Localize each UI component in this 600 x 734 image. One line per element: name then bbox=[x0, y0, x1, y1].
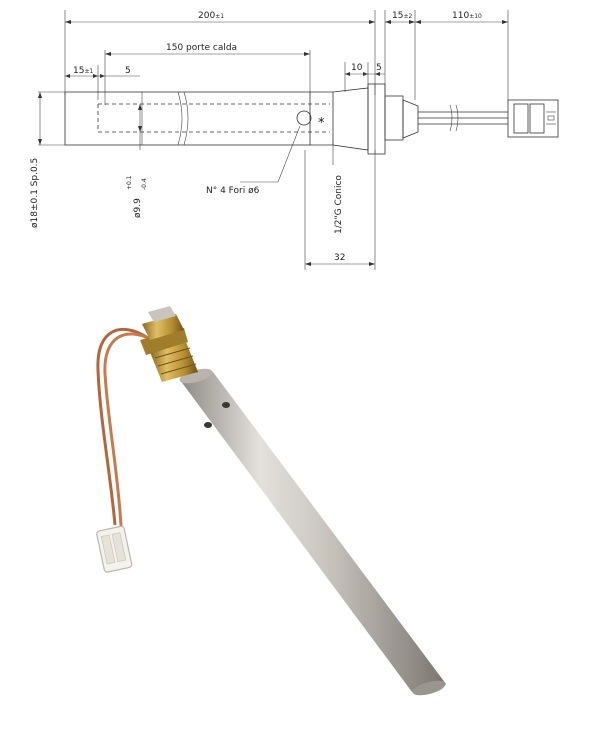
dim-start-offset: 15±1 bbox=[73, 66, 93, 76]
vent-hole bbox=[296, 110, 312, 126]
dim-inner-offset: 5 bbox=[125, 66, 131, 76]
tube-outline bbox=[64, 91, 311, 146]
dim-cable-length: 110±10 bbox=[452, 11, 482, 21]
holes-note: N° 4 Fori ø6 bbox=[206, 186, 260, 196]
svg-text:-0.4: -0.4 bbox=[141, 178, 148, 190]
product-photo bbox=[96, 306, 446, 696]
thread-note: 1/2"G Conico bbox=[334, 175, 344, 234]
dim-inner-diameter: ø9.9 bbox=[133, 198, 143, 218]
brass-fitting bbox=[140, 306, 198, 382]
dim-flange-5: 5 bbox=[376, 63, 382, 73]
dim-total-length: 200±1 bbox=[198, 11, 224, 21]
plug-connector bbox=[96, 525, 133, 573]
hex-nut bbox=[367, 83, 386, 155]
dim-outer-diameter: ø18±0.1 Sp.0.5 bbox=[30, 158, 40, 228]
threaded-fitting bbox=[332, 87, 369, 151]
dim-flange-10: 10 bbox=[351, 63, 363, 73]
dim-cable-start: 15±2 bbox=[392, 11, 412, 21]
heating-tube bbox=[179, 368, 446, 696]
dim-hot-zone: 150 porte calda bbox=[166, 43, 237, 53]
technical-drawing: 200±1 15±2 110±10 150 porte calda 15±1 5… bbox=[30, 10, 559, 270]
svg-text:+0.1: +0.1 bbox=[126, 175, 133, 190]
star-mark: * bbox=[318, 116, 325, 131]
copper-wires bbox=[96, 327, 153, 527]
connector bbox=[507, 99, 559, 138]
dim-thread-length: 32 bbox=[334, 253, 345, 263]
